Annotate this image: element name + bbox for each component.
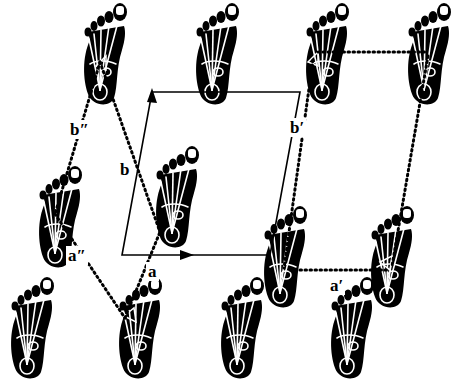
lattice-vector-label: a (146, 262, 159, 281)
lattice-vector-label: a″ (66, 246, 88, 265)
lattice-vector-label: b″ (68, 120, 91, 139)
lattice-vector-label: a′ (328, 276, 345, 295)
lattice-vector-label: b′ (288, 118, 306, 137)
lattice-vector-label: b (118, 160, 131, 179)
